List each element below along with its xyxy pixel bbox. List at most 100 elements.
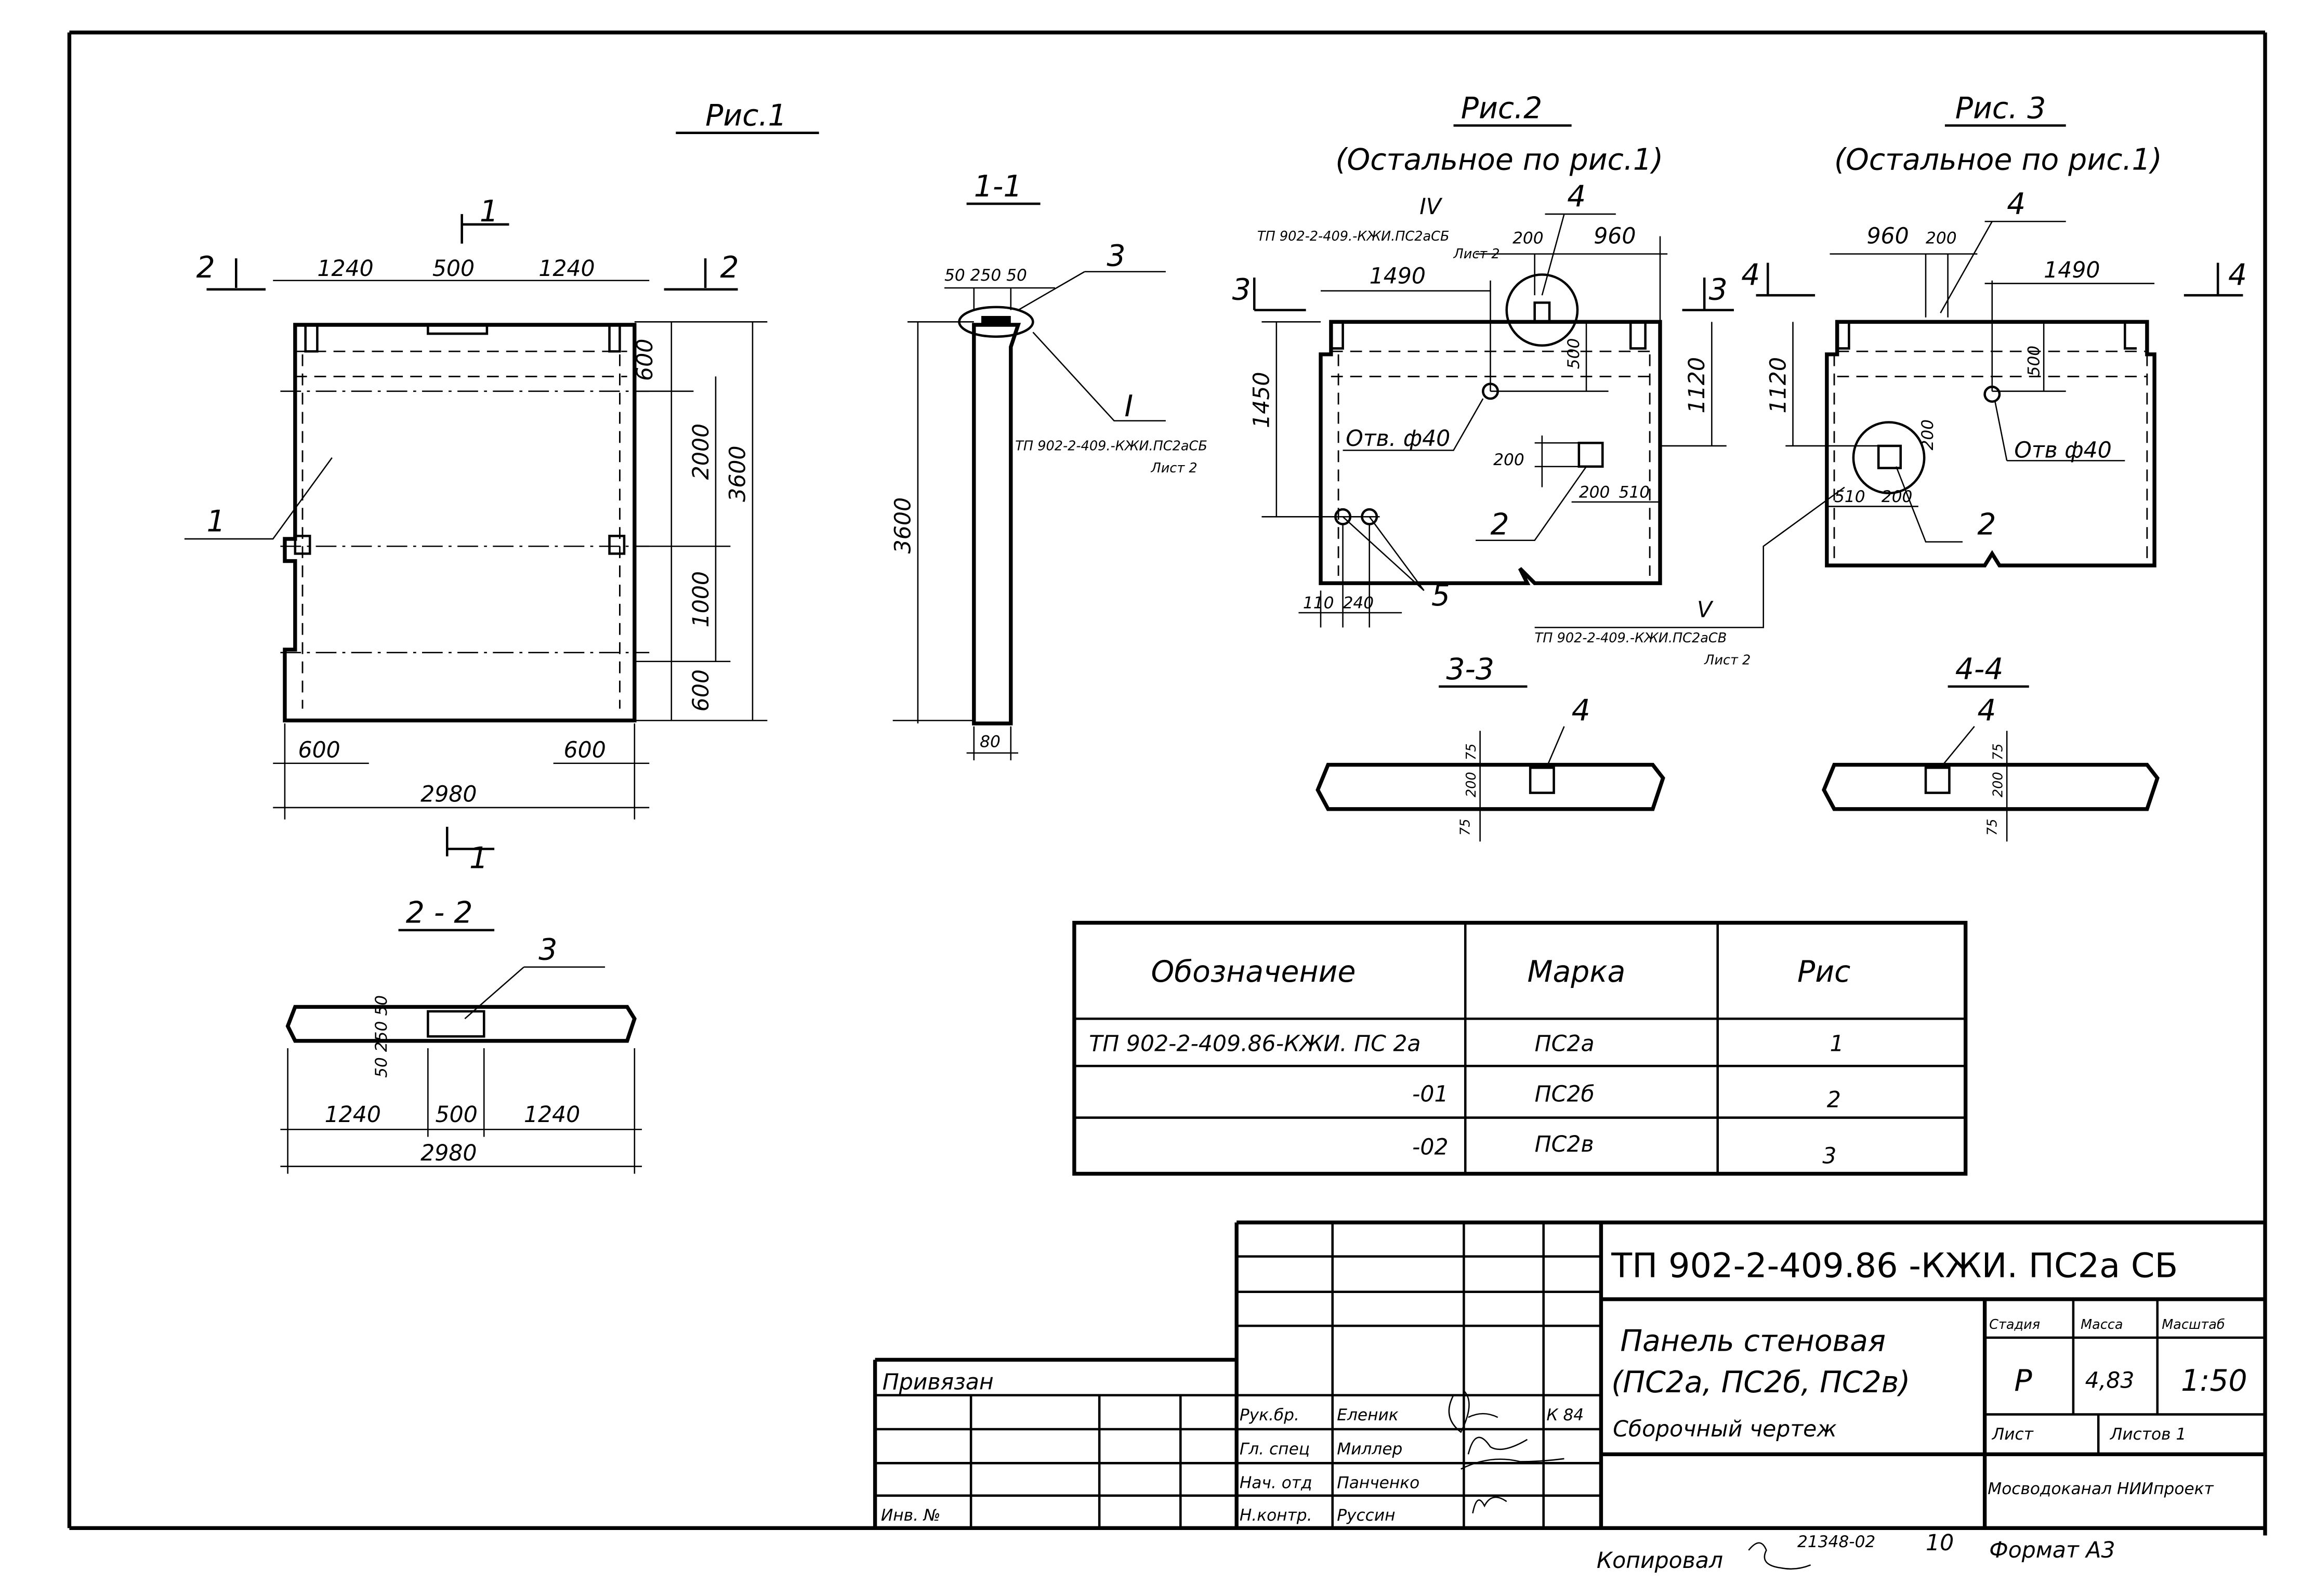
- format-label: Формат А3: [1989, 1537, 2115, 1563]
- fig3-section-mark-4-right: 4: [2228, 258, 2247, 292]
- fig2-dim-200-hole-b: 200: [1579, 483, 1610, 502]
- fig2-dim-510: 510: [1619, 483, 1650, 502]
- fig3-dim-510: 510: [1834, 487, 1865, 506]
- signature-rows: Рук.бр. Еленик К 84 Гл. спец Миллер Нач.…: [1240, 1406, 1584, 1525]
- fig2-title: Рис.2: [1461, 91, 1542, 125]
- table-header-designation: Обозначение: [1151, 955, 1356, 989]
- section-4-4-dim-75-bottom: 75: [1984, 819, 2000, 836]
- fig1-dim-600-right: 600: [564, 737, 606, 763]
- document-name-line-3: Сборочный чертеж: [1613, 1416, 1837, 1442]
- fig1-dim-600-bottom: 600: [688, 669, 714, 711]
- fig2-dim-1120: 1120: [1684, 357, 1710, 413]
- section-2-2-leader-3: 3: [538, 933, 557, 967]
- section-2-2: 2 - 2 3 50 250 50 1240 500 1240 2980: [280, 896, 642, 1174]
- fig2-dim-200-hole: 200: [1493, 451, 1524, 469]
- fig2-leader-2: 2: [1490, 507, 1509, 542]
- section-1-1-ref: ТП 902-2-409.-КЖИ.ПС2аСБ: [1015, 438, 1207, 454]
- table-row-1-designation: ТП 902-2-409.86-КЖИ. ПС 2а: [1089, 1031, 1420, 1057]
- fig1-section-mark-2-right: 2: [720, 250, 739, 285]
- fig1-leader-1: 1: [206, 505, 225, 539]
- section-2-2-title: 2 - 2: [406, 896, 473, 930]
- figure-3: Рис. 3 (Остальное по рис.1) 960 200 4 14…: [1741, 91, 2247, 568]
- fig3-title: Рис. 3: [1955, 91, 2046, 125]
- fig2-leader-4: 4: [1567, 180, 1586, 214]
- bound-label: Привязан: [883, 1369, 994, 1395]
- table-header-fig: Рис: [1797, 955, 1850, 989]
- copier-signature: [1748, 1542, 1811, 1570]
- section-2-2-dim-1240-left: 1240: [325, 1102, 381, 1128]
- table-row-3-fig: 3: [1822, 1143, 1836, 1169]
- organization: Мосводоканал НИИпроект: [1988, 1480, 2214, 1498]
- fig2-dim-1490: 1490: [1370, 263, 1426, 289]
- section-1-1-detail-I: I: [1124, 389, 1133, 424]
- document-name-line-2: (ПС2а, ПС2б, ПС2в): [1611, 1365, 1910, 1400]
- table-row-2-designation: -01: [1412, 1081, 1449, 1107]
- name-1: Еленик: [1337, 1406, 1399, 1424]
- fig3-dim-200: 200: [1926, 229, 1957, 248]
- section-3-3-dim-75-bottom: 75: [1458, 819, 1474, 836]
- fig2-section-mark-3-right: 3: [1709, 273, 1728, 307]
- fig2-ref-iv: ТП 902-2-409.-КЖИ.ПС2аСБ: [1257, 229, 1450, 244]
- table-row-3-designation: -02: [1412, 1135, 1449, 1160]
- fig1-dim-600-top: 600: [632, 339, 658, 381]
- section-1-1-dim-3600: 3600: [890, 497, 916, 553]
- section-4-4-dim-200: 200: [1991, 772, 2006, 797]
- fig1-dim-500: 500: [432, 256, 475, 282]
- document-code: ТП 902-2-409.86 -КЖИ. ПС2а СБ: [1611, 1246, 2178, 1285]
- fig1-section-mark-1-top: 1: [480, 194, 498, 229]
- fig1-dim-1240-right: 1240: [538, 256, 595, 282]
- fig1-title: Рис.1: [705, 98, 786, 133]
- table-row-1-fig: 1: [1830, 1031, 1844, 1057]
- fig2-section-mark-3-left: 3: [1232, 273, 1251, 307]
- copied-label: Копировал: [1597, 1548, 1723, 1574]
- copy-sheet-number: 10: [1926, 1530, 1954, 1556]
- section-4-4-leader-4: 4: [1977, 693, 1996, 728]
- fig2-dim-500: 500: [1564, 338, 1583, 370]
- title-block: ТП 902-2-409.86 -КЖИ. ПС2а СБ Панель сте…: [873, 1220, 2266, 1528]
- figure-2: Рис.2 (Остальное по рис.1) IV ТП 902-2-4…: [1232, 91, 1845, 668]
- scale-value: 1:50: [2181, 1364, 2247, 1398]
- fig2-subtitle: (Остальное по рис.1): [1335, 143, 1663, 177]
- fig2-ref-v-sheet: Лист 2: [1704, 652, 1751, 668]
- copy-number: 21348-02: [1797, 1533, 1875, 1551]
- name-4: Руссин: [1337, 1506, 1395, 1525]
- section-3-3: 3-3 4 75 200 75: [1316, 652, 1665, 842]
- fig2-dim-200: 200: [1512, 229, 1544, 248]
- fig3-section-mark-4-left: 4: [1741, 258, 1760, 292]
- scale-label: Масштаб: [2162, 1317, 2225, 1333]
- handwritten-signatures: [1448, 1390, 1564, 1514]
- section-4-4-title: 4-4: [1955, 652, 2004, 687]
- table-row-1-mark: ПС2а: [1535, 1031, 1595, 1057]
- fig2-dim-1450: 1450: [1249, 372, 1275, 428]
- section-1-1-dim-80: 80: [980, 732, 1001, 751]
- stage-value: Р: [2014, 1364, 2032, 1398]
- role-4: Н.контр.: [1240, 1506, 1312, 1525]
- fig1-section-mark-1-bottom: 1: [469, 841, 488, 875]
- fig1-dim-600-left: 600: [298, 737, 340, 763]
- table-row-2-fig: 2: [1827, 1087, 1841, 1113]
- section-3-3-dim-200: 200: [1464, 772, 1479, 797]
- footer: Копировал 21348-02 10 Формат А3: [1597, 1530, 2115, 1574]
- fig1-dim-1000: 1000: [688, 571, 714, 627]
- sheet-label: Лист: [1992, 1425, 2034, 1444]
- fig1-dim-2000: 2000: [688, 424, 714, 480]
- fig3-dim-200-vertical: 200: [1918, 419, 1937, 451]
- section-1-1-top-dims: 50 250 50: [944, 266, 1027, 285]
- role-2: Гл. спец: [1240, 1440, 1310, 1458]
- role-3: Нач. отд: [1240, 1474, 1312, 1493]
- fig3-dim-1490: 1490: [2044, 257, 2100, 283]
- date-1: К 84: [1546, 1406, 1584, 1424]
- section-2-2-dim-500: 500: [436, 1102, 478, 1128]
- fig1-dim-3600: 3600: [725, 446, 751, 502]
- fig2-dim-110: 110: [1303, 593, 1334, 612]
- fig3-dim-1120: 1120: [1765, 357, 1791, 413]
- fig3-leader-2: 2: [1977, 507, 1996, 542]
- section-1-1-leader-3: 3: [1107, 239, 1125, 273]
- section-1-1-insert: [981, 315, 1011, 325]
- stage-label: Стадия: [1989, 1317, 2040, 1333]
- section-1-1-ref-sheet: Лист 2: [1151, 460, 1198, 476]
- table-row-3-mark: ПС2в: [1535, 1131, 1594, 1157]
- table-row-2-mark: ПС2б: [1535, 1081, 1595, 1107]
- fig2-hole-label: Отв. ф40: [1346, 426, 1450, 452]
- document-name-line-1: Панель стеновая: [1620, 1324, 1886, 1358]
